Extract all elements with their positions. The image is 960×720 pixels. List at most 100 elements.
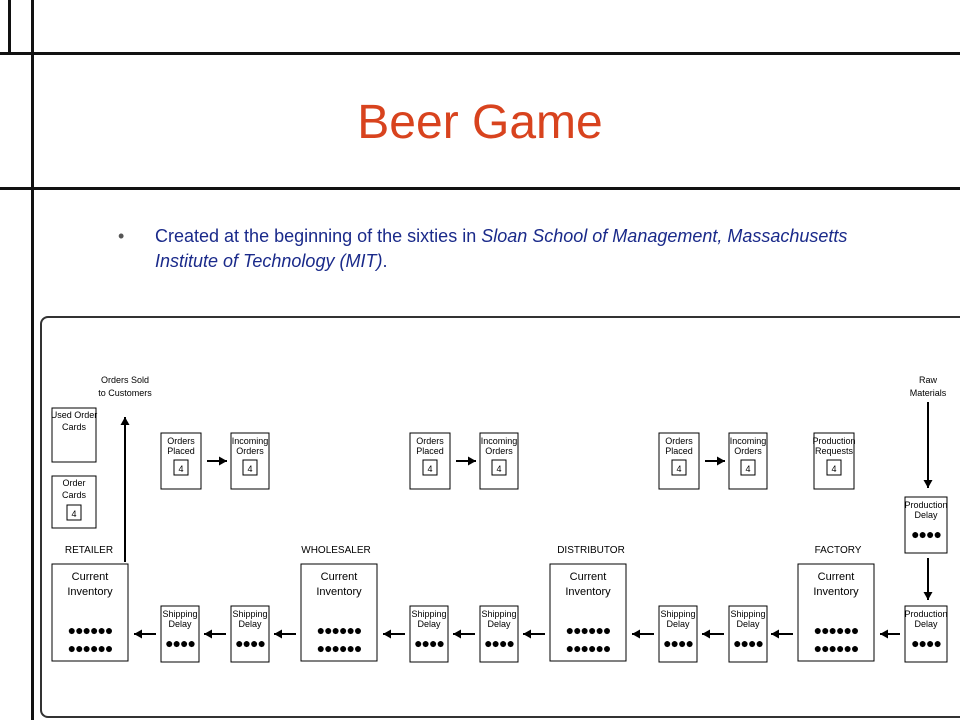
orders-placed-1-label-1: Orders	[167, 436, 195, 446]
shipping-delay-1-b-label-2: Delay	[238, 619, 262, 629]
shipping-delay-1-b-label-1: Shipping	[232, 609, 267, 619]
shipping-delay-2-a-label-1: Shipping	[411, 609, 446, 619]
production-flow-arrow	[923, 558, 933, 600]
shipping-delay-3-a-dots: ●●●●	[663, 635, 693, 651]
production-delay-top-label-2: Delay	[914, 510, 938, 520]
production-requests-label-2: Requests	[815, 446, 854, 456]
slide-title: Beer Game	[357, 96, 603, 149]
diagram-canvas: Orders Sold to Customers RawMaterialsUsed …	[51, 375, 948, 663]
shipping-flow-arrow-7-head	[632, 629, 640, 639]
shipping-delay-3-a-label-1: Shipping	[660, 609, 695, 619]
shipping-flow-arrow-6-head	[523, 629, 531, 639]
raw-materials-arrow	[923, 402, 933, 488]
factory-inventory-box	[797, 563, 875, 662]
left-rule-outer	[8, 0, 11, 52]
shipping-delay-2-b-label-2: Delay	[487, 619, 511, 629]
shipping-delay-3-b	[728, 605, 768, 663]
incoming-orders-1-value-box	[242, 459, 258, 476]
distributor-inventory-label-1: Current	[570, 571, 607, 583]
shipping-flow-arrow-8	[702, 629, 724, 639]
shipping-delay-2-a	[409, 605, 449, 663]
wholesaler-inventory-dots-2: ●●●●●●	[317, 640, 362, 656]
raw-materials-label-2: Materials	[910, 388, 947, 398]
orders-placed-2-value-box	[422, 459, 438, 476]
retailer-inventory-dots-1: ●●●●●●	[68, 622, 113, 638]
shipping-flow-arrow-5	[453, 629, 475, 639]
production-requests-value: 4	[831, 464, 836, 474]
incoming-orders-1-label-1: Incoming	[232, 436, 269, 446]
shipping-flow-arrow-9-head	[771, 629, 779, 639]
shipping-delay-3-b-label-2: Delay	[736, 619, 760, 629]
shipping-flow-arrow-2	[204, 629, 226, 639]
incoming-orders-1-value: 4	[247, 464, 252, 474]
retailer-inventory-box	[51, 563, 129, 662]
bullet-prefix: Created at the beginning of the sixties …	[155, 226, 482, 246]
production-delay-top-label-1: Production	[904, 500, 947, 510]
wholesaler-inventory-dots-1: ●●●●●●	[317, 622, 362, 638]
order-transfer-arrow-2	[456, 456, 476, 466]
incoming-orders-2-value: 4	[496, 464, 501, 474]
production-delay-bottom-dots: ●●●●	[911, 635, 941, 651]
shipping-flow-arrow-1	[134, 629, 156, 639]
orders-placed-3-label-2: Placed	[665, 446, 693, 456]
shipping-delay-1-a-dots: ●●●●	[165, 635, 195, 651]
factory-inventory-dots-1: ●●●●●●	[814, 622, 859, 638]
orders-placed-2-value: 4	[427, 464, 432, 474]
used-order-cards-box	[51, 407, 97, 463]
order-transfer-arrow-1	[207, 456, 227, 466]
distributor-inventory-label-2: Inventory	[565, 586, 611, 598]
bullet-text: Created at the beginning of the sixties …	[155, 224, 855, 274]
shipping-flow-arrow-5-head	[453, 629, 461, 639]
shipping-delay-3-a-label-2: Delay	[666, 619, 690, 629]
retailer-inventory-dots-2: ●●●●●●	[68, 640, 113, 656]
factory-inventory-label-1: Current	[818, 571, 855, 583]
orders-sold-label-2: to Customers	[98, 388, 152, 398]
order-cards-value: 4	[71, 509, 76, 519]
shipping-flow-arrow-3-head	[274, 629, 282, 639]
wholesaler-inventory-label-1: Current	[321, 571, 358, 583]
header-rule	[0, 187, 960, 190]
used-order-cards-label-1: Used Order	[51, 410, 98, 420]
order-transfer-arrow-1-head	[219, 456, 227, 466]
incoming-orders-2-label-2: Orders	[485, 446, 513, 456]
order-transfer-arrow-2-head	[468, 456, 476, 466]
shipping-flow-arrow-8-head	[702, 629, 710, 639]
orders-placed-1-value: 4	[178, 464, 183, 474]
production-delay-top	[904, 496, 948, 554]
shipping-flow-arrow-1-head	[134, 629, 142, 639]
orders-sold-label-1: Orders Sold	[101, 375, 149, 385]
shipping-delay-1-a	[160, 605, 200, 663]
bullet-suffix: .	[382, 251, 388, 271]
shipping-flow-arrow-10-head	[880, 629, 888, 639]
incoming-orders-3-value-box	[740, 459, 756, 476]
orders-sold-arrow	[120, 417, 130, 562]
retailer-inventory-label-1: Current	[72, 571, 109, 583]
raw-materials-arrow-head	[923, 480, 933, 488]
orders-placed-2-label-2: Placed	[416, 446, 444, 456]
shipping-delay-2-a-label-2: Delay	[417, 619, 441, 629]
distributor-inventory-dots-1: ●●●●●●	[566, 622, 611, 638]
left-rule	[31, 0, 34, 720]
bullet-institution: Sloan School of Management, Massachusett…	[155, 226, 848, 271]
production-requests-label-1: Production	[812, 436, 855, 446]
shipping-delay-1-b	[230, 605, 270, 663]
shipping-delay-3-a	[658, 605, 698, 663]
retailer-stage-label: RETAILER	[65, 545, 113, 556]
top-rule	[0, 52, 960, 55]
shipping-flow-arrow-3	[274, 629, 296, 639]
bullet-marker: •	[118, 226, 125, 246]
production-delay-bottom-label-1: Production	[904, 609, 947, 619]
factory-inventory-label-2: Inventory	[813, 586, 859, 598]
orders-sold-arrow-head	[120, 417, 130, 425]
order-cards-value-box	[66, 504, 82, 521]
orders-placed-3-label-1: Orders	[665, 436, 693, 446]
shipping-delay-3-b-dots: ●●●●	[733, 635, 763, 651]
orders-placed-3-value-box	[671, 459, 687, 476]
raw-materials-label-1: Raw	[919, 375, 938, 385]
wholesaler-stage-label: WHOLESALER	[301, 545, 370, 556]
distributor-inventory-box	[549, 563, 627, 662]
orders-placed-1-value-box	[173, 459, 189, 476]
distributor-stage-label: DISTRIBUTOR	[557, 545, 625, 556]
wholesaler-inventory-label-2: Inventory	[316, 586, 362, 598]
used-order-cards-label-2: Cards	[62, 422, 87, 432]
